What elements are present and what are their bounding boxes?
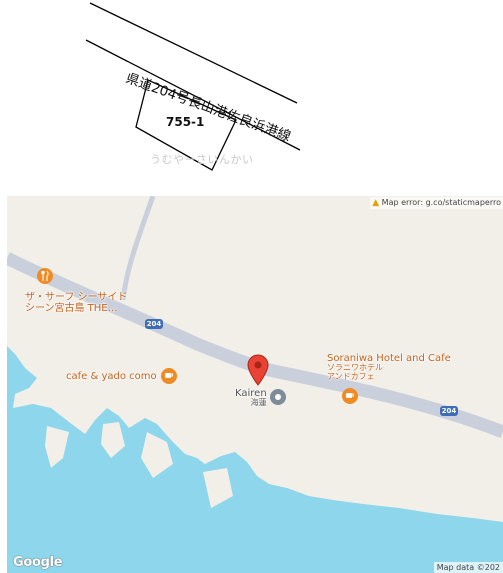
- land-tongue: [101, 422, 125, 458]
- poi-label-como[interactable]: cafe & yado como: [66, 371, 157, 382]
- map-error-text: Map error: g.co/staticmaperro: [381, 198, 501, 207]
- map-base: [7, 196, 503, 573]
- lot-boundary: [135, 79, 237, 171]
- road-branch: [120, 196, 156, 301]
- place-icon[interactable]: [270, 389, 286, 405]
- sea-area: [7, 346, 503, 573]
- poi-name: ザ・サーフ シーサイド: [25, 292, 128, 303]
- poi-label-kairen[interactable]: Kairen 海蓮: [235, 388, 267, 408]
- poi-name-ja: 海蓮: [250, 398, 267, 407]
- lot-sketch: 県道204号長山港佐良浜港線 755-1 うむやーさいんかい: [0, 0, 503, 185]
- poi-name-ja: アンドカフェ: [327, 371, 375, 381]
- poi-label-soraniwa[interactable]: Soraniwa Hotel and Cafe ソラニワホテル アンドカフェ: [327, 353, 451, 381]
- poi-name-line2: シーン宮古島 THE…: [25, 303, 118, 314]
- cafe-icon[interactable]: [342, 388, 358, 404]
- sketch-lines: [85, 2, 301, 171]
- route-shield: 204: [145, 319, 163, 329]
- lot-number-label: 755-1: [166, 115, 205, 129]
- watermark-text: うむやーさいんかい: [150, 153, 254, 166]
- land-tongue: [141, 432, 173, 478]
- static-map[interactable]: ▲ Map error: g.co/staticmaperro ザ・サーフ シー…: [7, 196, 503, 573]
- land-tongue: [203, 468, 233, 508]
- poi-name-ja: ソラニワホテル: [327, 363, 383, 372]
- poi-name: Soraniwa Hotel and Cafe: [327, 353, 451, 364]
- road-edge-lower: [85, 39, 301, 151]
- poi-label-surf[interactable]: ザ・サーフ シーサイド シーン宮古島 THE…: [25, 292, 127, 314]
- cafe-icon[interactable]: [161, 368, 177, 384]
- poi-name: Kairen: [235, 388, 267, 399]
- map-error-notice[interactable]: ▲ Map error: g.co/staticmaperro: [370, 197, 503, 209]
- warning-icon: ▲: [372, 198, 380, 208]
- google-logo-text: Google: [13, 555, 63, 570]
- location-marker-icon[interactable]: [247, 354, 269, 386]
- google-logo: Google: [13, 555, 63, 570]
- road-edge-upper: [89, 2, 298, 104]
- route-shield: 204: [440, 406, 458, 416]
- land-tongue: [45, 426, 69, 468]
- restaurant-icon[interactable]: [37, 268, 53, 284]
- map-attribution[interactable]: Map data ©202: [433, 562, 503, 573]
- road-main: [7, 252, 503, 439]
